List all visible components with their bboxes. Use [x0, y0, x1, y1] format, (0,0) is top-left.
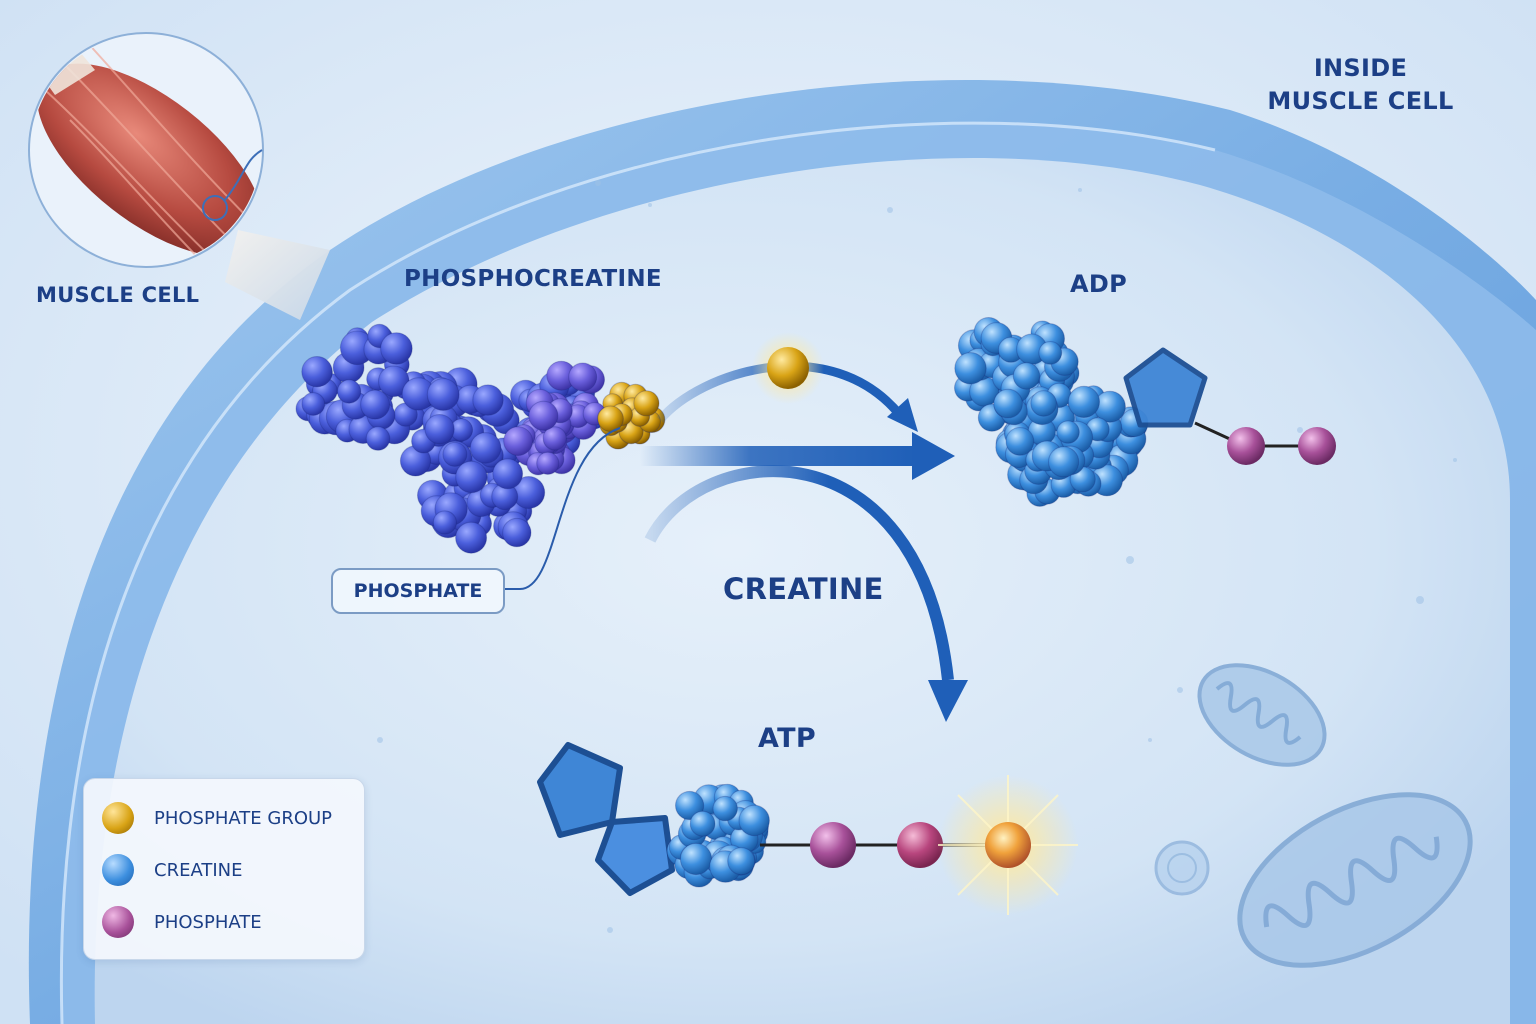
adp-molecule — [954, 317, 1149, 507]
phosphate-group-swatch — [102, 802, 134, 834]
legend-item-phosphate: PHOSPHATE — [102, 905, 262, 939]
adp-label: ADP — [1070, 270, 1127, 298]
legend-label: CREATINE — [154, 859, 243, 881]
curved-arrow-head — [928, 680, 968, 722]
title-line-2: MUSCLE CELL — [1267, 87, 1454, 115]
main-arrow-head — [912, 432, 955, 480]
phosphocreatine-label: PHOSPHOCREATINE — [404, 266, 662, 292]
adp-phosphate-chain — [1194, 421, 1336, 465]
legend-item-creatine: CREATINE — [102, 853, 243, 887]
muscle-inset — [28, 32, 330, 320]
mitochondrion-small — [1197, 663, 1327, 767]
mitochondrion-large — [1237, 792, 1473, 968]
transferred-phosphate — [752, 332, 824, 404]
atp-rings — [537, 742, 675, 896]
atp-creatine-part — [666, 783, 770, 888]
legend-label: PHOSPHATE — [154, 911, 262, 933]
atp-label: ATP — [758, 723, 816, 754]
legend-label: PHOSPHATE GROUP — [154, 807, 333, 829]
phosphate-callout-text: PHOSPHATE — [353, 580, 483, 602]
cell-membrane — [28, 80, 1536, 1024]
phosphate-callout-line — [503, 427, 621, 590]
legend-item-phosphate-group: PHOSPHATE GROUP — [102, 801, 332, 835]
vesicle — [1154, 840, 1210, 896]
phosphocreatine-phosphate-group — [597, 381, 666, 450]
legend: PHOSPHATE GROUP CREATINE PHOSPHATE — [83, 778, 365, 960]
curved-arrow-to-atp — [644, 465, 954, 681]
atp-phosphate-chain — [760, 775, 1078, 915]
phosphate-callout: PHOSPHATE — [331, 568, 505, 614]
title-line-1: INSIDE — [1313, 54, 1408, 82]
adp-ring — [1123, 347, 1208, 428]
phosphate-swatch — [102, 906, 134, 938]
arc-arrow-head — [887, 398, 918, 432]
creatine-label: CREATINE — [723, 572, 884, 606]
creatine-swatch — [102, 854, 134, 886]
cytoplasm-particles — [377, 180, 1457, 933]
diagram-title: INSIDE MUSCLE CELL — [1238, 52, 1483, 118]
main-arrow-shaft — [640, 446, 915, 466]
muscle-cell-label: MUSCLE CELL — [36, 283, 200, 307]
phosphocreatine-molecule — [295, 323, 607, 554]
